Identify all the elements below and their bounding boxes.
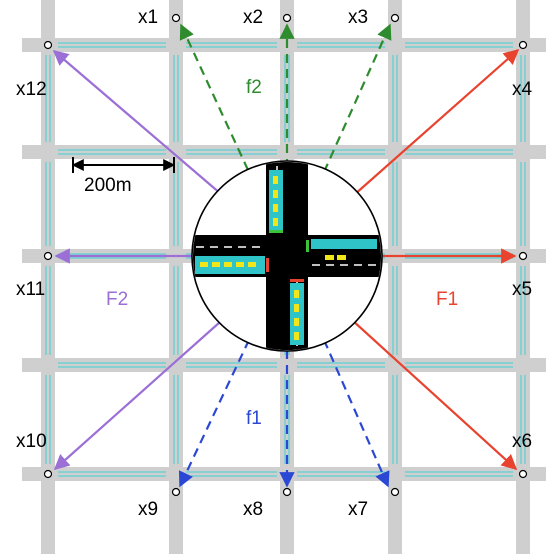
flow-labels: f2 F1 f1 F2: [106, 77, 458, 429]
node-x12: [43, 40, 53, 50]
flow-arrow-F2-x12: [52, 49, 222, 195]
node-label-x5: x5: [512, 279, 532, 300]
flow-arrow-f2-x3: [322, 23, 392, 173]
node-label-x12: x12: [16, 79, 47, 100]
node-label-x7: x7: [348, 499, 368, 520]
flow-arrow-F1-x6: [351, 319, 518, 471]
node-x5: [518, 251, 528, 261]
node-x10: [43, 469, 53, 479]
node-x4: [518, 40, 528, 50]
node-x2: [282, 13, 292, 23]
flow-label-f1: f1: [246, 408, 262, 429]
scale-label: 200m: [84, 175, 132, 196]
node-x7: [390, 487, 400, 497]
road-vertical: [516, 0, 530, 554]
flow-arrow-f1-x9: [178, 339, 250, 488]
node-label-x10: x10: [16, 431, 47, 452]
flow-arrow-F1-x4: [353, 48, 520, 196]
flow-arrow-f2-x1: [179, 23, 249, 171]
node-label-x8: x8: [243, 499, 263, 520]
node-x3: [390, 13, 400, 23]
origin-destination-nodes: [43, 13, 528, 497]
node-x8: [282, 487, 292, 497]
flow-label-F2: F2: [106, 289, 128, 310]
scale-bar: 200m: [71, 157, 176, 196]
node-x1: [171, 13, 181, 23]
node-x6: [518, 469, 528, 479]
road-grid: [22, 0, 546, 554]
node-x9: [171, 487, 181, 497]
node-label-x2: x2: [243, 7, 263, 28]
flow-arrows: [52, 23, 520, 488]
node-x11: [43, 251, 53, 261]
node-label-x11: x11: [16, 279, 45, 300]
node-label-x3: x3: [348, 7, 368, 28]
central-intersection: [191, 160, 383, 352]
flow-label-F1: F1: [436, 289, 458, 310]
node-labels: x1 x2 x3 x4 x5 x6 x7 x8 x9 x10 x11 x12: [16, 7, 533, 520]
flow-arrow-f1-x7: [322, 339, 390, 488]
node-label-x9: x9: [138, 499, 158, 520]
road-vertical: [388, 0, 402, 554]
road-vertical: [41, 0, 55, 554]
flow-arrow-F2-x10: [53, 321, 221, 471]
node-label-x4: x4: [512, 79, 533, 100]
road-vertical: [169, 0, 183, 554]
node-label-x6: x6: [512, 431, 532, 452]
flow-label-f2: f2: [246, 77, 262, 98]
node-label-x1: x1: [138, 7, 158, 28]
